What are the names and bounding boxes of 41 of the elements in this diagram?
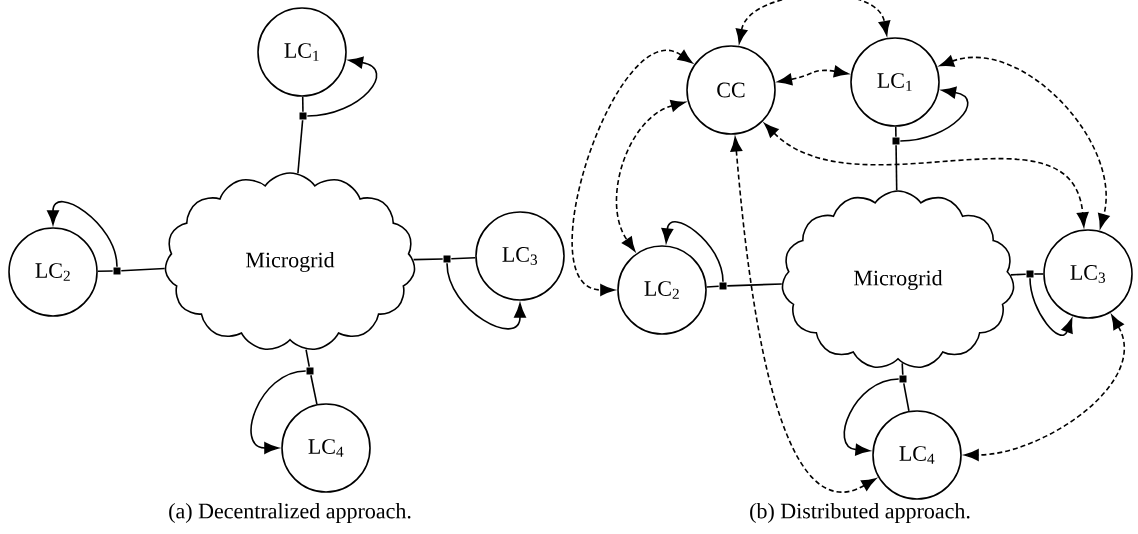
connector-line <box>705 285 720 288</box>
loop-arrow <box>446 262 526 330</box>
loop-arrow <box>661 221 724 283</box>
junction-square <box>1026 270 1034 278</box>
caption: (b) Distributed approach. <box>750 503 970 523</box>
connector-line <box>310 374 318 405</box>
connector-line <box>412 258 444 261</box>
loop-arrow <box>47 200 118 268</box>
junction-square <box>443 255 451 263</box>
loop-arrow <box>250 370 307 454</box>
junction-square <box>306 367 314 375</box>
connector-line <box>301 96 304 113</box>
dashed-arrow <box>571 49 693 296</box>
connector-line <box>1010 273 1027 276</box>
dashed-arrow <box>730 137 877 493</box>
dashed-arrow <box>735 0 891 44</box>
connector-line <box>305 348 311 368</box>
connector-line <box>297 119 304 174</box>
connector-line <box>726 283 783 287</box>
junction-square <box>113 267 121 275</box>
dashed-arrow <box>764 123 1089 227</box>
loop-arrow <box>1029 277 1073 337</box>
loop-arrow <box>899 86 969 142</box>
dashed-arrow <box>777 65 849 86</box>
connector-line <box>1033 273 1044 275</box>
loop-arrow <box>306 56 378 117</box>
junction-square <box>899 375 907 383</box>
dashed-arrow <box>964 314 1125 461</box>
connector-line <box>450 257 477 260</box>
connector-line <box>120 267 166 272</box>
dashed-arrow <box>615 100 686 252</box>
junction-square <box>892 137 900 145</box>
loop-arrow <box>843 378 900 456</box>
junction-square <box>719 282 727 290</box>
dashed-arrow <box>939 55 1110 229</box>
connector-line <box>894 126 897 138</box>
connector-line <box>895 144 898 191</box>
connector-line <box>903 382 910 412</box>
connector-line <box>97 270 114 273</box>
junction-square <box>299 112 307 120</box>
connector-line <box>901 362 904 376</box>
